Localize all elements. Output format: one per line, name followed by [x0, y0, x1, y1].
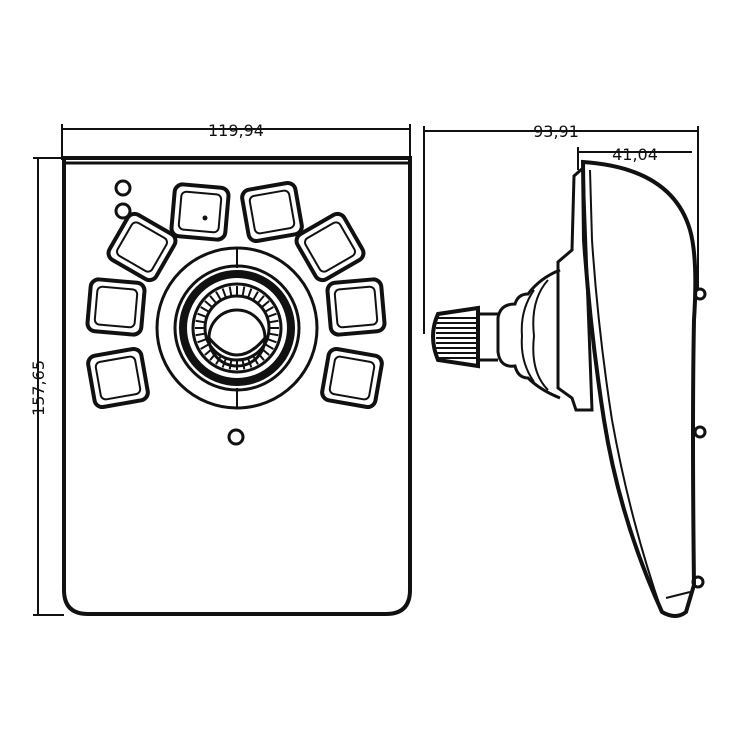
- knurl-line: [241, 286, 246, 297]
- knurl-line: [195, 332, 206, 337]
- dimension-front-width-label: 119,94: [208, 121, 264, 140]
- joystick-knob-side: [431, 305, 498, 369]
- button-key-inner: [328, 355, 376, 401]
- dimension-front-height-label: 157,65: [29, 360, 48, 416]
- button-key-icon: [320, 346, 384, 410]
- knurl-line: [266, 338, 277, 344]
- button-key-icon: [85, 277, 147, 337]
- dimension-side-partial-label: 41,04: [612, 145, 658, 164]
- button-key-inner: [93, 285, 139, 329]
- led-indicator-icon: [227, 428, 245, 446]
- button-key-inner: [116, 221, 168, 273]
- led-indicator-icon: [114, 179, 132, 197]
- knurl-line: [221, 288, 227, 299]
- side-view: 93,91 41,04: [423, 122, 707, 618]
- knurl-line: [197, 338, 208, 344]
- button-key-icon: [294, 211, 366, 283]
- knurl-line: [209, 295, 218, 305]
- front-body-outline: [62, 156, 412, 616]
- dimension-side-depth: 93,91: [423, 122, 699, 334]
- joystick-icon: [155, 246, 319, 410]
- knurl-line: [228, 286, 233, 297]
- knurl-line: [195, 319, 206, 324]
- knurl-line: [204, 300, 214, 309]
- knurl-line: [200, 343, 210, 350]
- knurl-line: [252, 291, 259, 301]
- button-key-icon: [106, 211, 178, 283]
- knurl-line: [264, 306, 274, 313]
- button-key-icon: [240, 180, 304, 244]
- button-key-inner: [333, 285, 379, 329]
- knurl-line: [247, 288, 253, 299]
- button-key-inner: [248, 189, 296, 235]
- button-key-icon: [86, 346, 150, 410]
- button-key-icon: [325, 277, 387, 337]
- side-inner-curve: [589, 169, 663, 613]
- knurl-line: [215, 291, 222, 301]
- mount-bump: [693, 287, 707, 301]
- button-key-inner: [177, 190, 223, 234]
- bellows-fold: [520, 289, 535, 383]
- dimension-side-partial: 41,04: [577, 145, 692, 170]
- mount-bump: [691, 575, 705, 589]
- button-key-inner: [304, 221, 356, 273]
- knurl-line: [256, 295, 265, 305]
- bellows-fold: [532, 279, 549, 391]
- button-key-icon: [169, 182, 231, 242]
- led-indicator-icon: [114, 202, 132, 220]
- button-dot: [202, 215, 208, 221]
- knurl-line: [264, 343, 274, 350]
- button-key-inner: [94, 355, 142, 401]
- button-ring: [85, 180, 387, 410]
- side-body-outline: [580, 159, 698, 618]
- mount-bump: [693, 425, 707, 439]
- side-panel-edge: [556, 164, 594, 412]
- knurl-line: [268, 319, 279, 324]
- dimension-side-depth-label: 93,91: [533, 122, 579, 141]
- knurl-line: [268, 332, 279, 337]
- knurl-line: [260, 300, 270, 309]
- dimension-front-height: 157,65: [29, 157, 64, 616]
- joystick-bellows: [496, 268, 561, 400]
- front-view: 119,94 157,65: [29, 121, 412, 616]
- knurl-line: [266, 312, 277, 318]
- knurl-line: [197, 312, 208, 318]
- knurl-line: [200, 306, 210, 313]
- side-foot-line: [665, 591, 691, 599]
- dimension-front-width: 119,94: [61, 121, 411, 160]
